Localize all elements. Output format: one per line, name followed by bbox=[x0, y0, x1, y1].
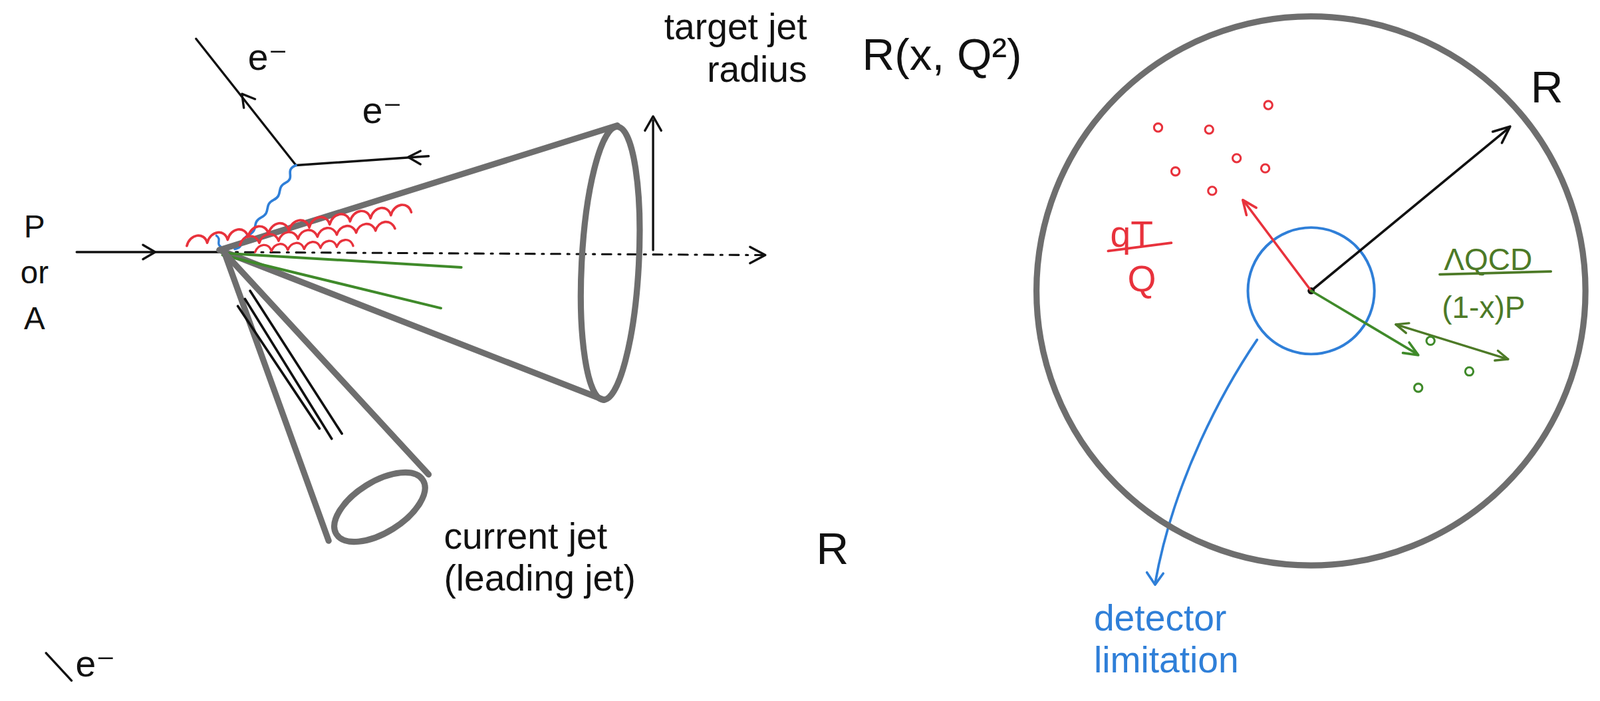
radius-label: R bbox=[1530, 61, 1564, 114]
arrow-head bbox=[242, 93, 256, 108]
remnant-line bbox=[222, 252, 462, 267]
arrow-head bbox=[750, 246, 766, 264]
arrow-head bbox=[645, 116, 662, 131]
beam-label: P or A bbox=[20, 204, 49, 342]
radius-arrow bbox=[651, 120, 654, 251]
fraction-numerator: ΛQCD bbox=[1443, 242, 1533, 278]
jet-cone bbox=[219, 125, 618, 251]
jet-cone bbox=[219, 250, 604, 401]
jet-cross-section: RqTQ ΛQCD (1-x)P bbox=[1033, 13, 1589, 569]
arrow-head bbox=[1494, 350, 1509, 361]
lambda-arrow bbox=[1311, 290, 1418, 354]
arrow-head bbox=[1147, 572, 1164, 585]
formula-label: R bbox=[816, 522, 850, 575]
arrow-head bbox=[1242, 200, 1257, 216]
jet-particle bbox=[250, 290, 342, 434]
arrow-head bbox=[142, 244, 155, 259]
qt-arrow bbox=[1243, 200, 1311, 291]
annotation: target jet radius bbox=[641, 5, 808, 91]
arrow-head bbox=[1403, 342, 1419, 356]
arrow-head bbox=[1492, 126, 1511, 143]
jet-particle bbox=[238, 305, 320, 429]
particle-dots bbox=[1414, 336, 1474, 392]
jet-cone bbox=[574, 125, 646, 401]
beam-axis bbox=[219, 252, 764, 256]
particle-label: e⁻ bbox=[362, 89, 403, 133]
radiation-curl bbox=[186, 204, 412, 247]
electron-line bbox=[45, 653, 72, 681]
particle-label: e⁻ bbox=[75, 643, 116, 686]
jet-cone bbox=[323, 458, 437, 556]
scale-arrow bbox=[1395, 324, 1509, 360]
formula-label: R(x, Q²) bbox=[862, 28, 1023, 81]
fraction-denominator: Q bbox=[1127, 258, 1157, 301]
annotation: detector limitation bbox=[1093, 597, 1261, 682]
jet-cone bbox=[224, 252, 429, 475]
particle-dots bbox=[1153, 101, 1273, 195]
annotation: current jet (leading jet) bbox=[443, 515, 644, 600]
radiation-curl bbox=[240, 222, 396, 246]
circle-outline bbox=[1036, 16, 1587, 566]
radiation-curl bbox=[255, 240, 354, 253]
arrow-head bbox=[1395, 323, 1410, 334]
jet-cone bbox=[224, 252, 329, 541]
jet-particle bbox=[244, 299, 332, 439]
proton-line bbox=[76, 250, 220, 253]
fraction-denominator: (1-x)P bbox=[1441, 289, 1525, 326]
particle-label: e⁻ bbox=[248, 36, 288, 80]
fraction-numerator: qT bbox=[1109, 213, 1153, 257]
arrow-head bbox=[408, 150, 421, 165]
